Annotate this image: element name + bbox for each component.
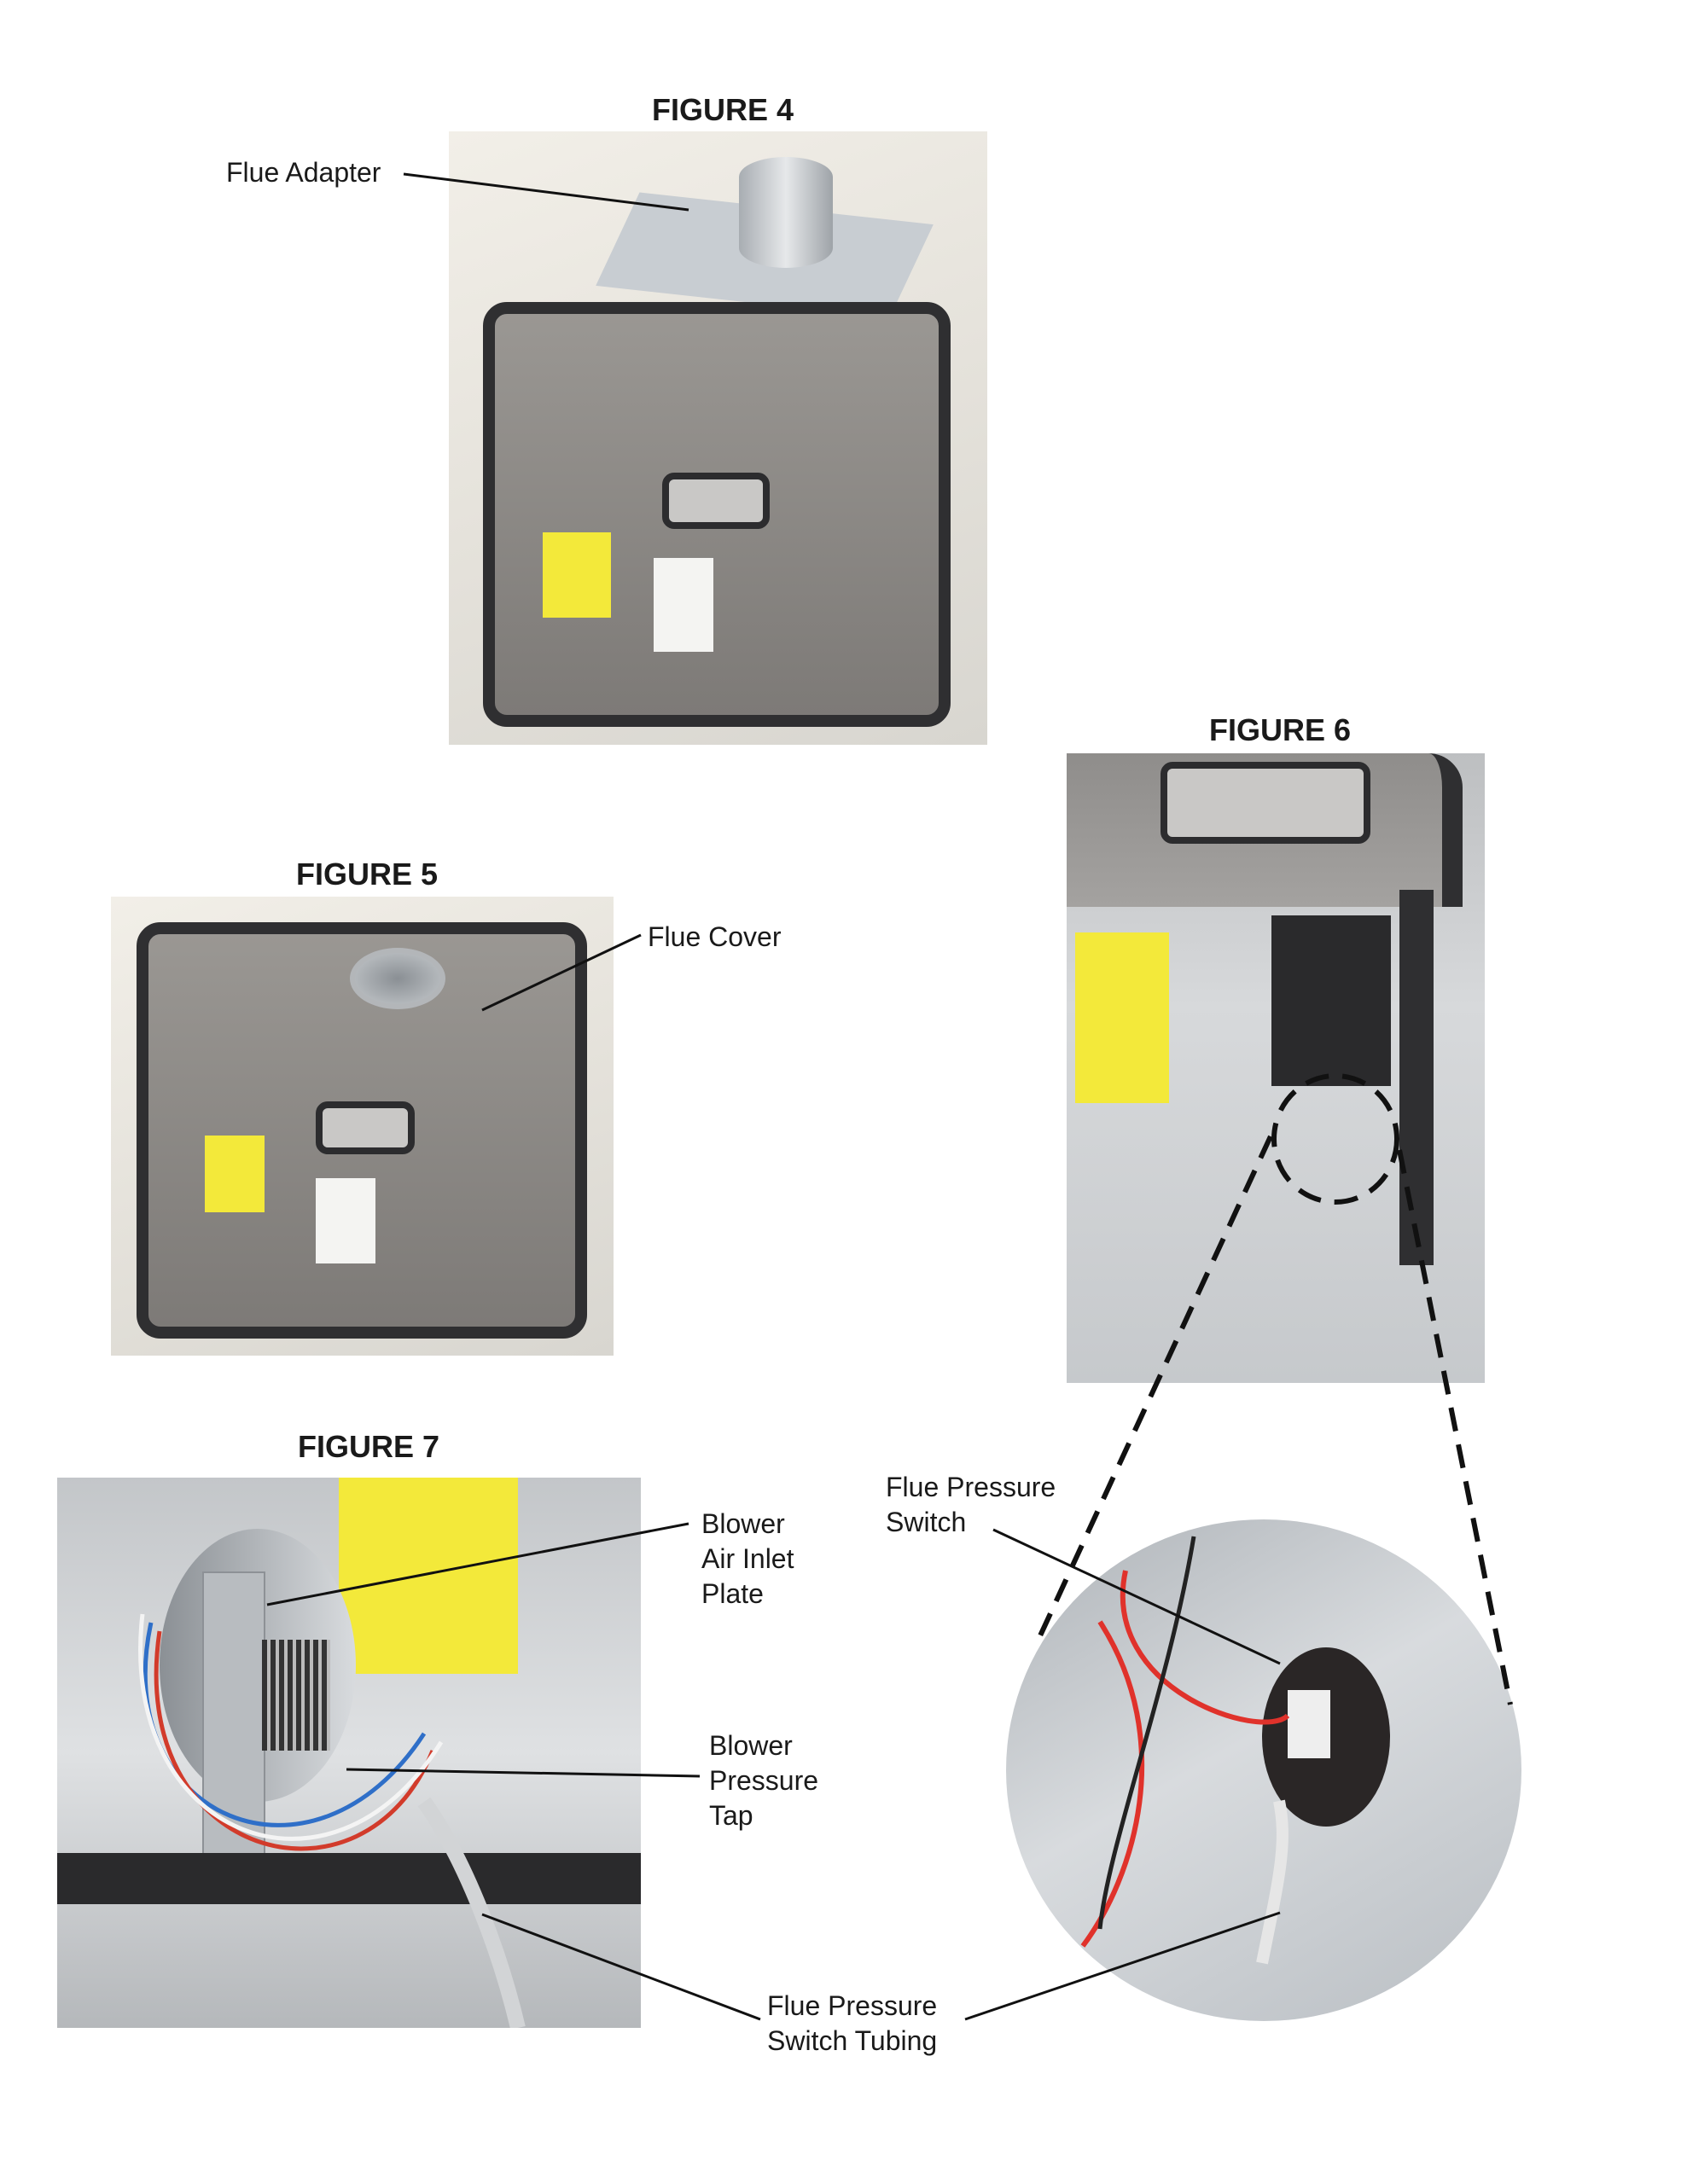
flue-adapter-collar bbox=[739, 157, 833, 268]
callout-blower-pressure-tap: Blower Pressure Tap bbox=[709, 1730, 819, 1831]
wires bbox=[138, 1613, 526, 2028]
blower-air-inlet-plate bbox=[202, 1571, 265, 1899]
wiring-sticker bbox=[339, 1478, 518, 1674]
figure-6-title: FIGURE 6 bbox=[1208, 712, 1352, 747]
heater-unit bbox=[483, 302, 951, 727]
figure-7-title: FIGURE 7 bbox=[297, 1429, 440, 1464]
flue-cover-opening bbox=[350, 948, 445, 1009]
leader-blower-air-inlet bbox=[266, 1522, 689, 1606]
callout-flue-adapter: Flue Adapter bbox=[226, 157, 381, 188]
leader-flue-pressure-switch bbox=[992, 1528, 1281, 1665]
figure-6-photo bbox=[1067, 753, 1485, 1383]
pressure-switch-closeup bbox=[1006, 1519, 1521, 2021]
zoom-dash-right bbox=[1397, 1149, 1513, 1705]
info-sticker bbox=[654, 558, 713, 652]
info-sticker bbox=[316, 1178, 375, 1263]
callout-flue-pressure-switch: Flue Pressure Switch bbox=[886, 1472, 1056, 1537]
figure-5-photo bbox=[111, 897, 614, 1356]
leader-blower-pressure-tap bbox=[346, 1768, 701, 1778]
switch-label bbox=[1288, 1690, 1330, 1758]
zoom-region-circle bbox=[1271, 1073, 1399, 1205]
callout-flue-pressure-switch-tubing: Flue Pressure Switch Tubing bbox=[767, 1990, 938, 2056]
inlet-grille bbox=[262, 1640, 330, 1751]
leader-flue-adapter bbox=[403, 172, 689, 212]
blower-housing bbox=[1271, 915, 1391, 1086]
warning-sticker bbox=[205, 1136, 265, 1212]
leader-tubing-fig7 bbox=[481, 1913, 761, 2021]
control-panel bbox=[1161, 762, 1370, 844]
callout-blower-air-inlet-plate: Blower Air Inlet Plate bbox=[701, 1508, 794, 1609]
wires bbox=[1080, 1536, 1290, 1965]
warning-sticker bbox=[543, 532, 611, 618]
side-panel bbox=[1399, 890, 1434, 1265]
figure-7-photo bbox=[57, 1478, 641, 2028]
figure-4-title: FIGURE 4 bbox=[651, 92, 794, 127]
leader-tubing-closeup bbox=[964, 1911, 1281, 2021]
control-panel bbox=[316, 1101, 415, 1154]
leader-flue-cover bbox=[481, 933, 642, 1012]
figure-4-photo bbox=[449, 131, 987, 745]
wiring-sticker bbox=[1075, 932, 1169, 1103]
base-rail bbox=[57, 1853, 641, 1904]
control-panel bbox=[662, 473, 770, 529]
callout-flue-cover: Flue Cover bbox=[648, 921, 782, 952]
zoom-dash-left bbox=[1034, 1135, 1273, 1645]
figure-5-title: FIGURE 5 bbox=[295, 857, 439, 892]
